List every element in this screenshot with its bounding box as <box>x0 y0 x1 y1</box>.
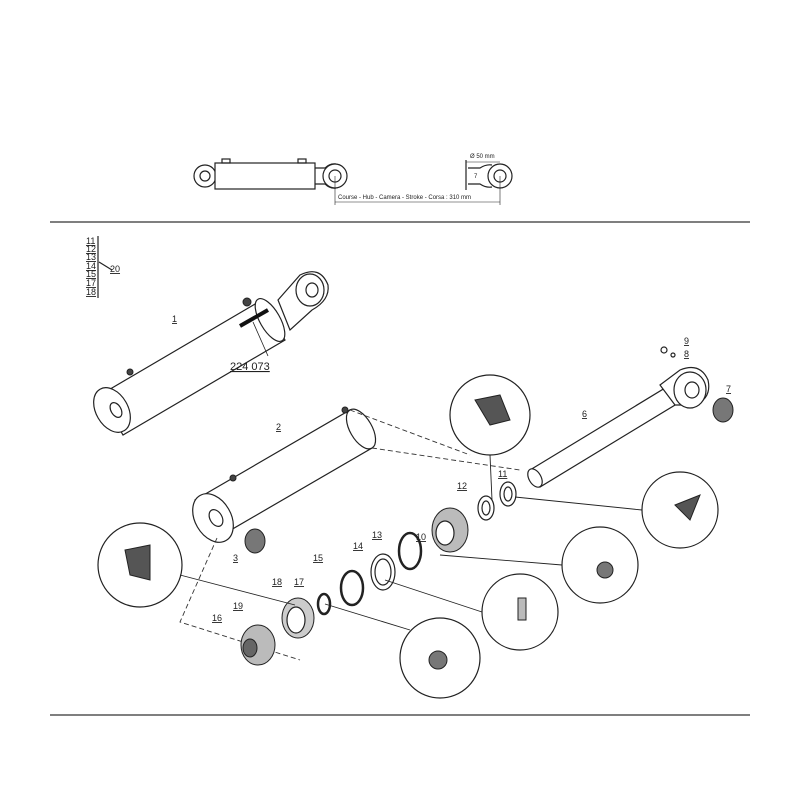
part-label-18: 18 <box>272 577 282 587</box>
part-label-9: 9 <box>684 336 689 346</box>
legend-item: 13 <box>86 252 96 262</box>
diameter-label: Ø 50 mm <box>470 154 495 160</box>
thickness-label: 7 <box>474 174 478 180</box>
kit-number: 224 073 <box>230 361 270 373</box>
piston-rod <box>527 346 734 488</box>
part-label-7: 7 <box>726 384 731 394</box>
part-label-11: 11 <box>498 469 507 479</box>
part-label-16: 16 <box>212 613 222 623</box>
stroke-label: Course - Hub - Camera - Stroke - Corsa :… <box>338 195 471 201</box>
part-label-2: 2 <box>276 422 281 432</box>
assembled-cylinder <box>93 271 329 436</box>
part-label-10: 10 <box>416 532 426 542</box>
part-label-1: 1 <box>172 314 177 324</box>
detail-callouts <box>97 374 719 699</box>
cylinder-barrel <box>192 406 377 543</box>
part-label-6: 6 <box>582 409 587 419</box>
part-label-12: 12 <box>457 481 467 491</box>
legend-group-label: 20 <box>110 264 120 274</box>
part-label-17: 17 <box>294 577 304 587</box>
part-label-13: 13 <box>372 530 382 540</box>
legend-item: 18 <box>86 287 96 297</box>
seal-kit-legend: 11 12 13 14 15 17 18 20 <box>86 236 120 298</box>
overview-cylinder <box>193 158 513 205</box>
legend-item: 15 <box>86 269 96 279</box>
legend-item: 11 <box>86 236 95 246</box>
legend-item: 14 <box>86 261 96 271</box>
part-label-15: 15 <box>313 553 323 563</box>
part-label-14: 14 <box>353 541 363 551</box>
part-label-3: 3 <box>233 553 238 563</box>
seal-parts <box>240 481 517 666</box>
part-label-19: 19 <box>233 601 243 611</box>
part-label-8: 8 <box>684 349 689 359</box>
part-labels: 1 2 3 6 7 8 9 10 11 12 13 14 15 16 17 18… <box>172 314 731 623</box>
legend-item: 17 <box>86 278 96 288</box>
legend-item: 12 <box>86 244 96 254</box>
